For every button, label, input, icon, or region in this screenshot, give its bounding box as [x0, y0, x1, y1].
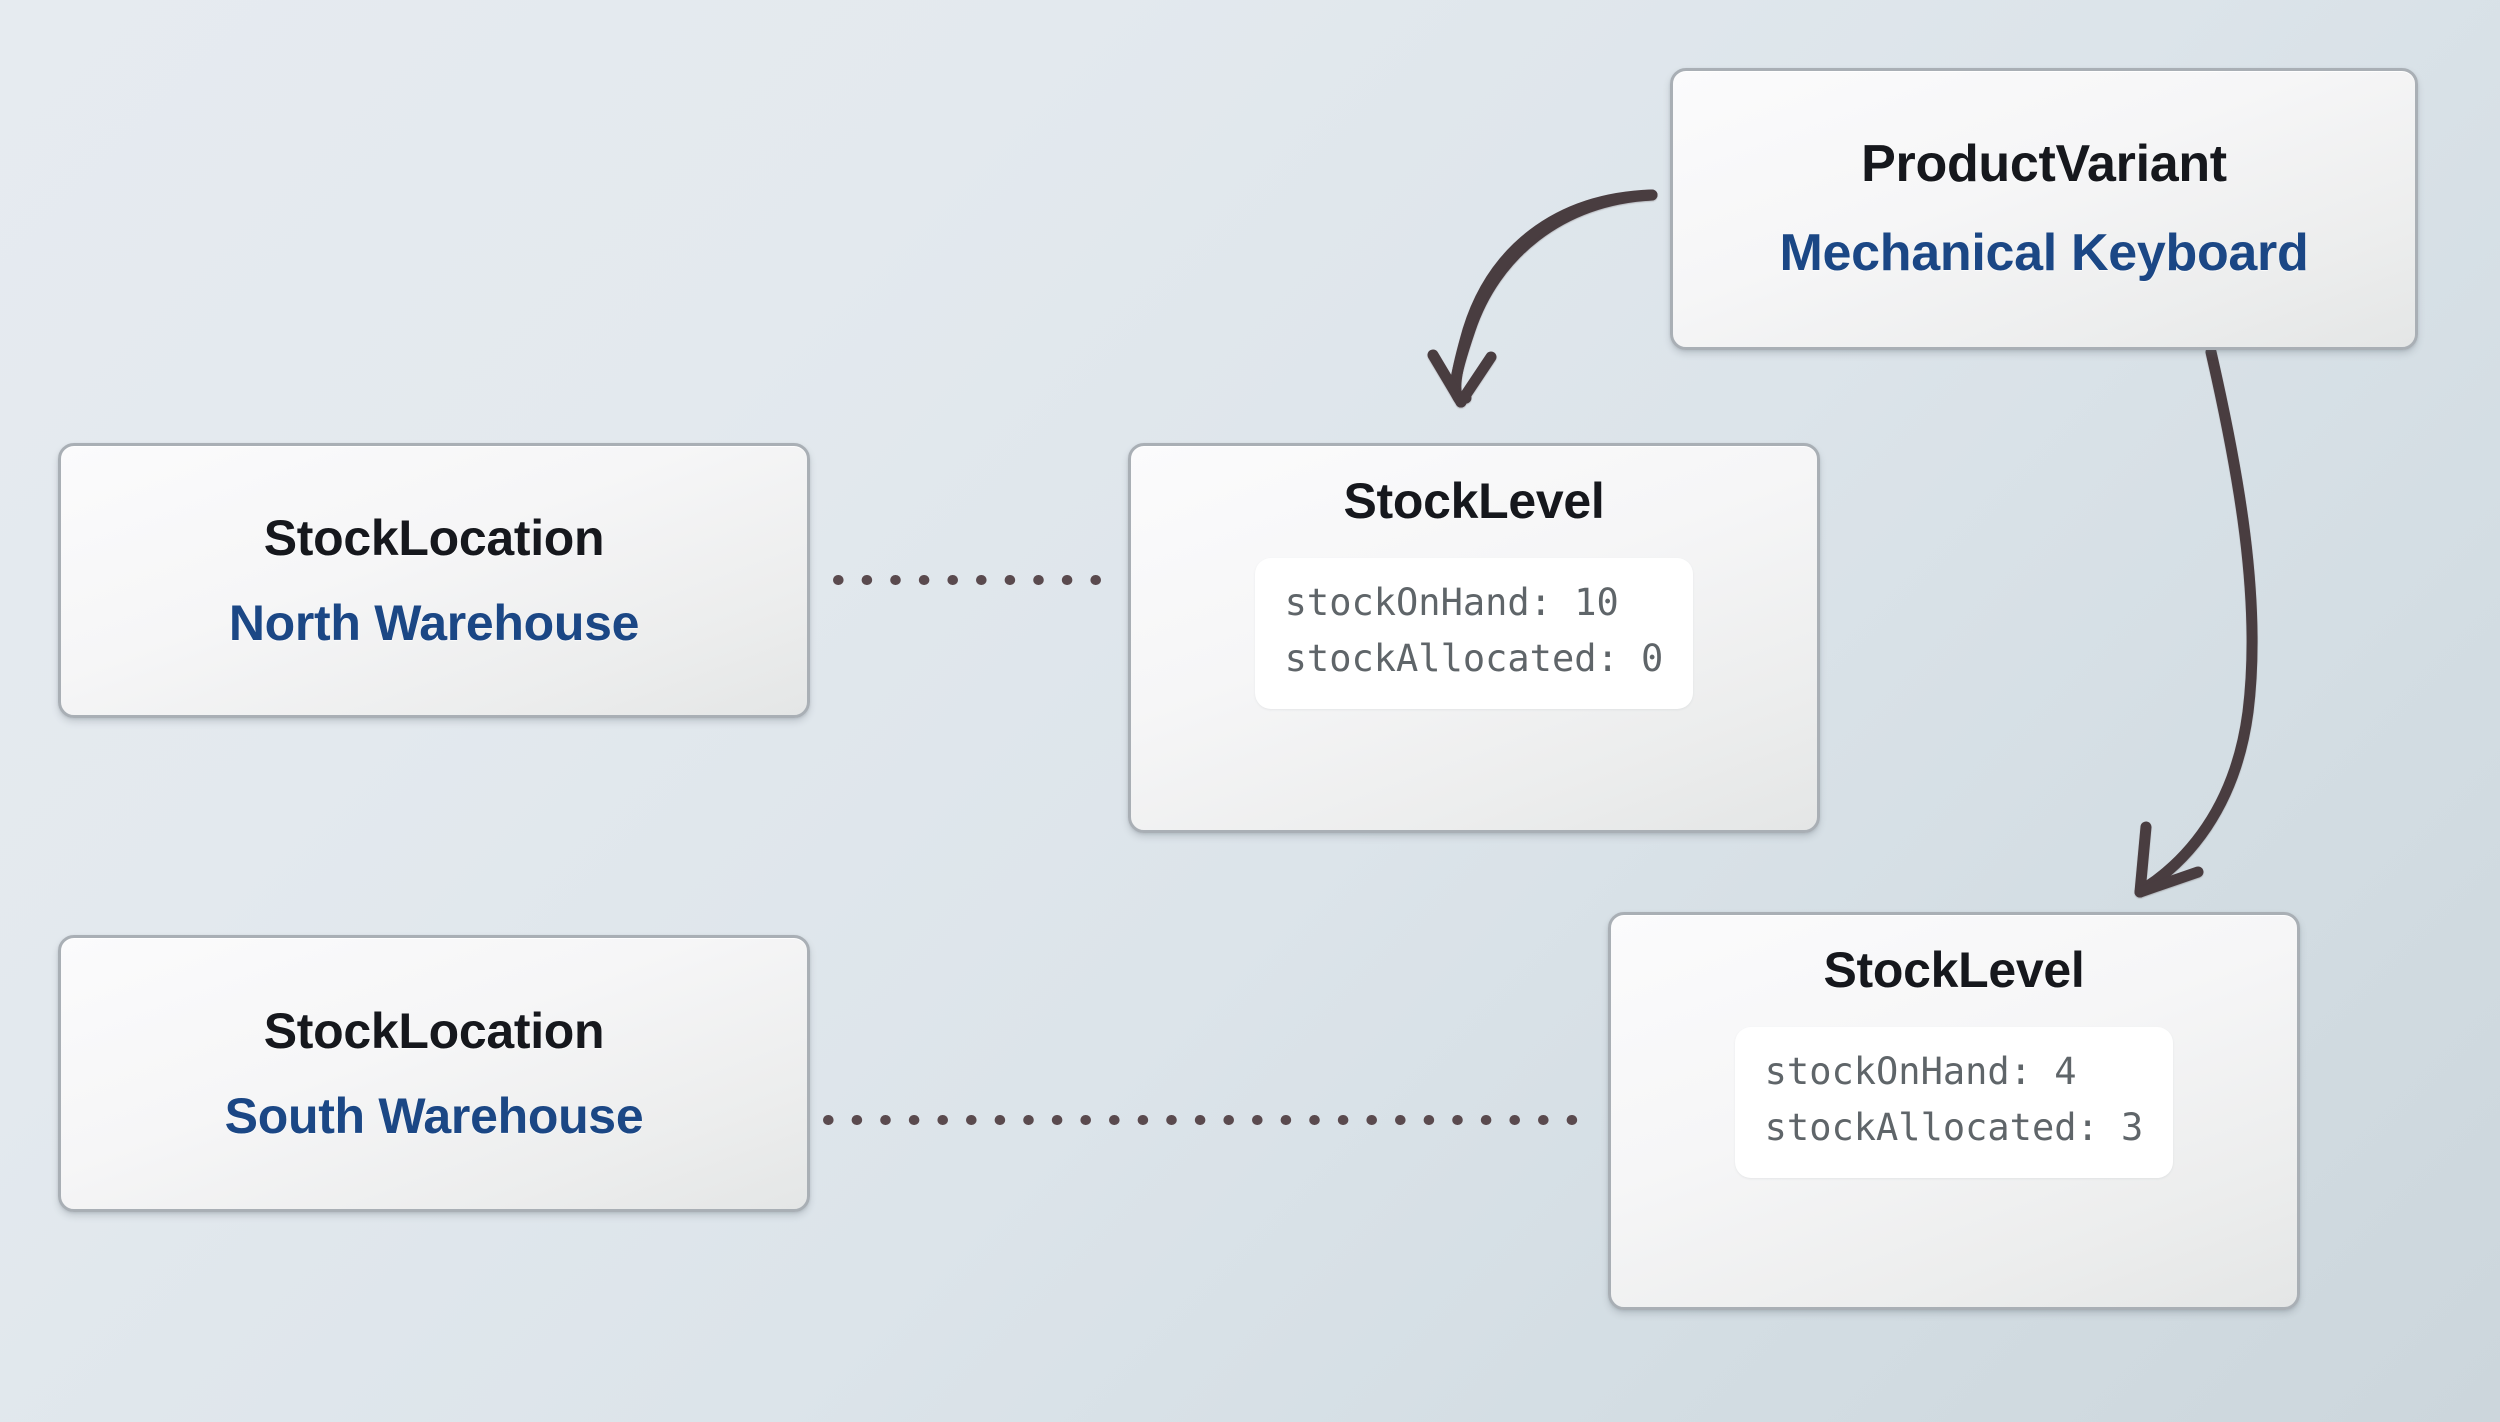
node-name-label: North Warehouse — [228, 594, 640, 651]
property-row-stock-on-hand: stockOnHand: 4 — [1764, 1050, 2077, 1093]
node-type-label: StockLevel — [1823, 942, 2085, 998]
property-box: stockOnHand: 4 stockAllocated: 3 — [1734, 1027, 2174, 1178]
property-row-stock-on-hand: stockOnHand: 10 — [1284, 581, 1619, 624]
node-type-label: StockLevel — [1343, 473, 1605, 529]
node-stock-level-north[interactable]: StockLevel stockOnHand: 10 stockAllocate… — [1128, 443, 1820, 833]
edge-variant-to-stocklevel-south — [2134, 346, 2258, 898]
node-name-label: Mechanical Keyboard — [1779, 224, 2309, 282]
node-type-label: StockLocation — [263, 1003, 605, 1059]
node-type-label: StockLocation — [263, 510, 605, 566]
node-product-variant[interactable]: ProductVariant Mechanical Keyboard — [1670, 68, 2418, 350]
property-row-stock-allocated: stockAllocated: 0 — [1284, 637, 1664, 681]
edge-variant-to-stocklevel-north — [1427, 189, 1658, 408]
node-stock-location-south[interactable]: StockLocation South Warehouse — [58, 935, 810, 1212]
property-box: stockOnHand: 10 stockAllocated: 0 — [1254, 558, 1694, 709]
node-type-label: ProductVariant — [1861, 135, 2227, 194]
node-stock-location-north[interactable]: StockLocation North Warehouse — [58, 443, 810, 718]
property-row-stock-allocated: stockAllocated: 3 — [1764, 1106, 2144, 1150]
node-stock-level-south[interactable]: StockLevel stockOnHand: 4 stockAllocated… — [1608, 912, 2300, 1310]
node-name-label: South Warehouse — [224, 1087, 644, 1144]
